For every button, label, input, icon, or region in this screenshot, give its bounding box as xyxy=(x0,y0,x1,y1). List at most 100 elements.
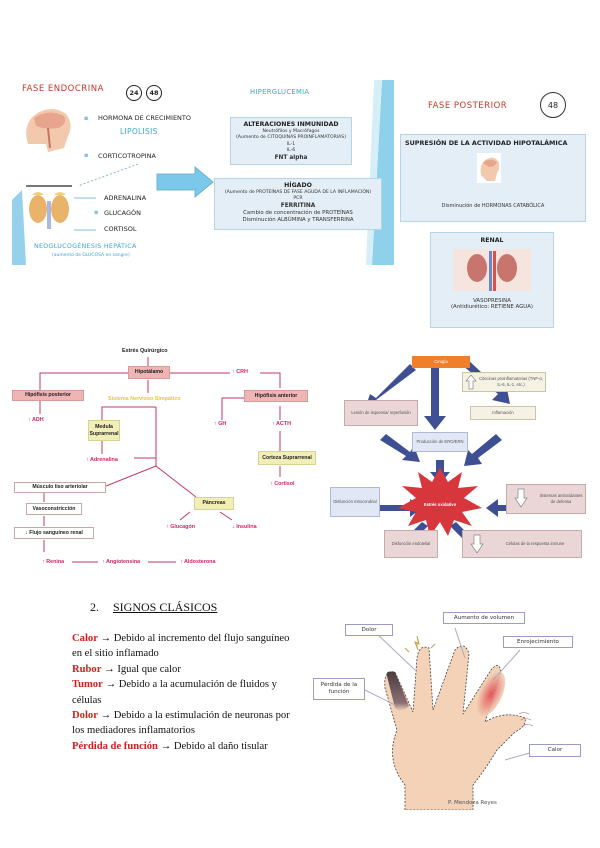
slide-decoration-right xyxy=(366,80,394,265)
heading-number: 2. xyxy=(90,600,99,614)
renina-label: ↑ Renina xyxy=(42,559,65,565)
starburst-shape xyxy=(398,468,482,536)
glucagon-label: GLUCAGÓN xyxy=(104,209,141,217)
bullet-hormona-crecimiento: HORMONA DE CRECIMIENTO xyxy=(98,114,191,122)
bullet-dot: ▪ xyxy=(84,114,89,122)
down-arrow-icon xyxy=(470,534,484,554)
vasopresina-label: VASOPRESINA xyxy=(473,298,511,304)
aldosterona-label: ↑ Aldosterona xyxy=(180,559,216,565)
higado-line: PCR xyxy=(293,196,303,202)
inmunidad-line: IL-6 xyxy=(286,148,296,154)
sign-text: → Debido a la estimulación de neuronas p… xyxy=(72,710,290,737)
higado-line: FERRITINA xyxy=(280,202,316,209)
citocinas-label: Citocinas proinflamatorias (TNF-α, IL-6,… xyxy=(479,376,543,387)
produccion-box: Producción de ERO/ERN xyxy=(412,432,468,452)
vasoconstriccion-box: Vasoconstricción xyxy=(26,503,82,515)
up-arrow-icon xyxy=(465,374,477,390)
adrenalina-label: ↑ Adrenalina xyxy=(86,457,118,463)
footer-author: P. Mendoza Reyes xyxy=(448,800,497,806)
sign-text: → Debido al incremento del flujo sanguín… xyxy=(72,633,290,660)
supresion-box: SUPRESIÓN DE LA ACTIVIDAD HIPOTALÁMICA D… xyxy=(400,134,586,222)
neoglucogenesis-sub: (aumento de GLUCOSA en sangre) xyxy=(52,253,130,258)
mitocondrial-box: Disfunción mitocondrial xyxy=(330,487,380,517)
vasopresina-sub: (Antidiurético: RETIENE AGUA) xyxy=(450,304,534,311)
lesion-box: Lesión de isquemia/ reperfusión xyxy=(344,400,418,426)
clock-48-icon: 48 xyxy=(146,85,162,101)
clock-48-icon: 48 xyxy=(540,92,566,118)
sign-item-perdida: Pérdida de función → Debido al daño tisu… xyxy=(72,739,292,754)
label-enrojecimiento: Enrojecimiento xyxy=(503,636,573,648)
head-illustration xyxy=(477,153,501,183)
stress-flowchart: Estrés Quirúrgico Hipotálamo ↑ CRH Hipóf… xyxy=(10,340,320,575)
higado-line: Disminución ALBÚMINA y TRANSFERRINA xyxy=(242,216,354,223)
hiperglucemia-label: HIPERGLUCEMIA xyxy=(250,88,310,96)
higado-box: HÍGADO (Aumento de PROTEÍNAS DE FASE AGU… xyxy=(214,178,382,230)
sign-item-tumor: Tumor → Debido a la acumulación de fluid… xyxy=(72,677,292,708)
supresion-caption: Disminución de HORMONAS CATABÓLICA xyxy=(441,203,545,209)
pancreas-box: Páncreas xyxy=(194,497,234,510)
sign-item-calor: Calor → Debido al incremento del flujo s… xyxy=(72,631,292,662)
label-aumento-volumen: Aumento de volumen xyxy=(443,612,525,624)
antioxidantes-label: Sistemas antioxidantes de defensa xyxy=(539,493,583,504)
musculo-liso-box: Músculo liso arteriolar xyxy=(14,482,106,493)
connector-lines xyxy=(74,197,96,231)
sign-term: Dolor xyxy=(72,710,98,722)
sign-term: Rubor xyxy=(72,663,102,675)
fase-posterior-title: FASE POSTERIOR xyxy=(428,101,508,111)
sign-text: → Debido a la acumulación de fluidos y c… xyxy=(72,679,277,706)
slide-decoration-left xyxy=(12,190,26,265)
adh-label: ↑ ADH xyxy=(28,417,44,423)
estres-oxidativo-label: Estrés oxidativo xyxy=(423,502,457,508)
bullet-dot: ▪ xyxy=(94,208,99,216)
label-dolor: Dolor xyxy=(345,624,393,636)
inmunidad-line: FNT alpha xyxy=(274,154,308,161)
renal-box: RENAL VASOPRESINA (Antidiurético: RETIEN… xyxy=(430,232,554,328)
sign-item-rubor: Rubor → Igual que calor xyxy=(72,662,292,677)
cirugia-box: Cirugía xyxy=(412,356,470,368)
higado-line: Cambio de concentración de PROTEÍNAS xyxy=(243,210,353,217)
flowchart-connectors xyxy=(39,357,281,563)
angiotensina-label: ↑ Angiotensina xyxy=(102,559,141,565)
neoglucogenesis-label: NEOGLUCOGÉNESIS HEPÁTICA xyxy=(34,243,137,250)
hand-drawing xyxy=(364,627,534,810)
sign-term: Pérdida de función xyxy=(72,740,158,752)
down-arrow-icon xyxy=(514,488,528,508)
renal-title: RENAL xyxy=(480,237,504,244)
brain-head-illustration xyxy=(26,109,71,152)
big-right-arrow-icon xyxy=(156,166,214,198)
sign-text: → Igual que calor xyxy=(101,663,181,675)
sign-term: Tumor xyxy=(72,679,103,691)
glucagon-label: ↑ Glucagón xyxy=(166,524,196,530)
inmunidad-line: Neutrófilos y Macrófagos xyxy=(262,129,320,134)
cortisol-label: CORTISOL xyxy=(104,225,137,233)
label-perdida-funcion: Pérdida de la función xyxy=(313,678,365,700)
inmune-box: Células de la respuesta inmune xyxy=(462,530,582,558)
adrenal-glands-illustration xyxy=(26,185,72,229)
adrenalina-label: ADRENALINA xyxy=(104,194,147,202)
lipolisis-label: LIPOLISIS xyxy=(120,127,158,136)
endotelial-box: Disfunción endotelial xyxy=(384,530,438,558)
estres-quirurgico-label: Estrés Quirúrgico xyxy=(122,348,168,354)
medula-suprarrenal-box: Medula Suprarrenal xyxy=(88,420,120,441)
cortisol-label: ↑ Cortisol xyxy=(270,481,295,487)
inmune-label: Células de la respuesta inmune xyxy=(505,541,565,547)
citocinas-box: Citocinas proinflamatorias (TNF-α, IL-6,… xyxy=(462,372,546,392)
hipofisis-posterior-box: Hipófisis posterior xyxy=(12,390,84,401)
hipofisis-anterior-box: Hipófisis anterior xyxy=(244,390,308,402)
flujo-renal-box: ↓ Flujo sanguíneo renal xyxy=(14,527,94,539)
inmunidad-box: ALTERACIONES INMUNIDAD Neutrófilos y Mac… xyxy=(230,117,352,165)
label-calor: Calor xyxy=(529,744,581,757)
clock-24-icon: 24 xyxy=(126,85,142,101)
bullet-dot: ▪ xyxy=(84,151,89,159)
inflamacion-box: Inflamación xyxy=(470,406,536,420)
hand-illustration: Dolor Aumento de volumen Enrojecimiento … xyxy=(305,610,595,810)
inmunidad-line: IL-1 xyxy=(286,141,296,147)
inmunidad-line: (Aumento de CITOQUINAS PROINFLAMATORIAS) xyxy=(236,135,346,141)
bullet-corticotropina: CORTICOTROPINA xyxy=(98,152,156,160)
dashed-arrow xyxy=(77,163,139,187)
signs-heading: 2. SIGNOS CLÁSICOS xyxy=(90,600,217,615)
higado-line: (Aumento de PROTEÍNAS DE FASE AGUDA DE L… xyxy=(224,190,372,195)
hipotalamo-box: Hipotálamo xyxy=(128,366,170,379)
signs-list: Calor → Debido al incremento del flujo s… xyxy=(72,631,292,754)
sistema-nervioso-simpatico-label: Sistema Nervioso Simpático xyxy=(108,396,181,402)
